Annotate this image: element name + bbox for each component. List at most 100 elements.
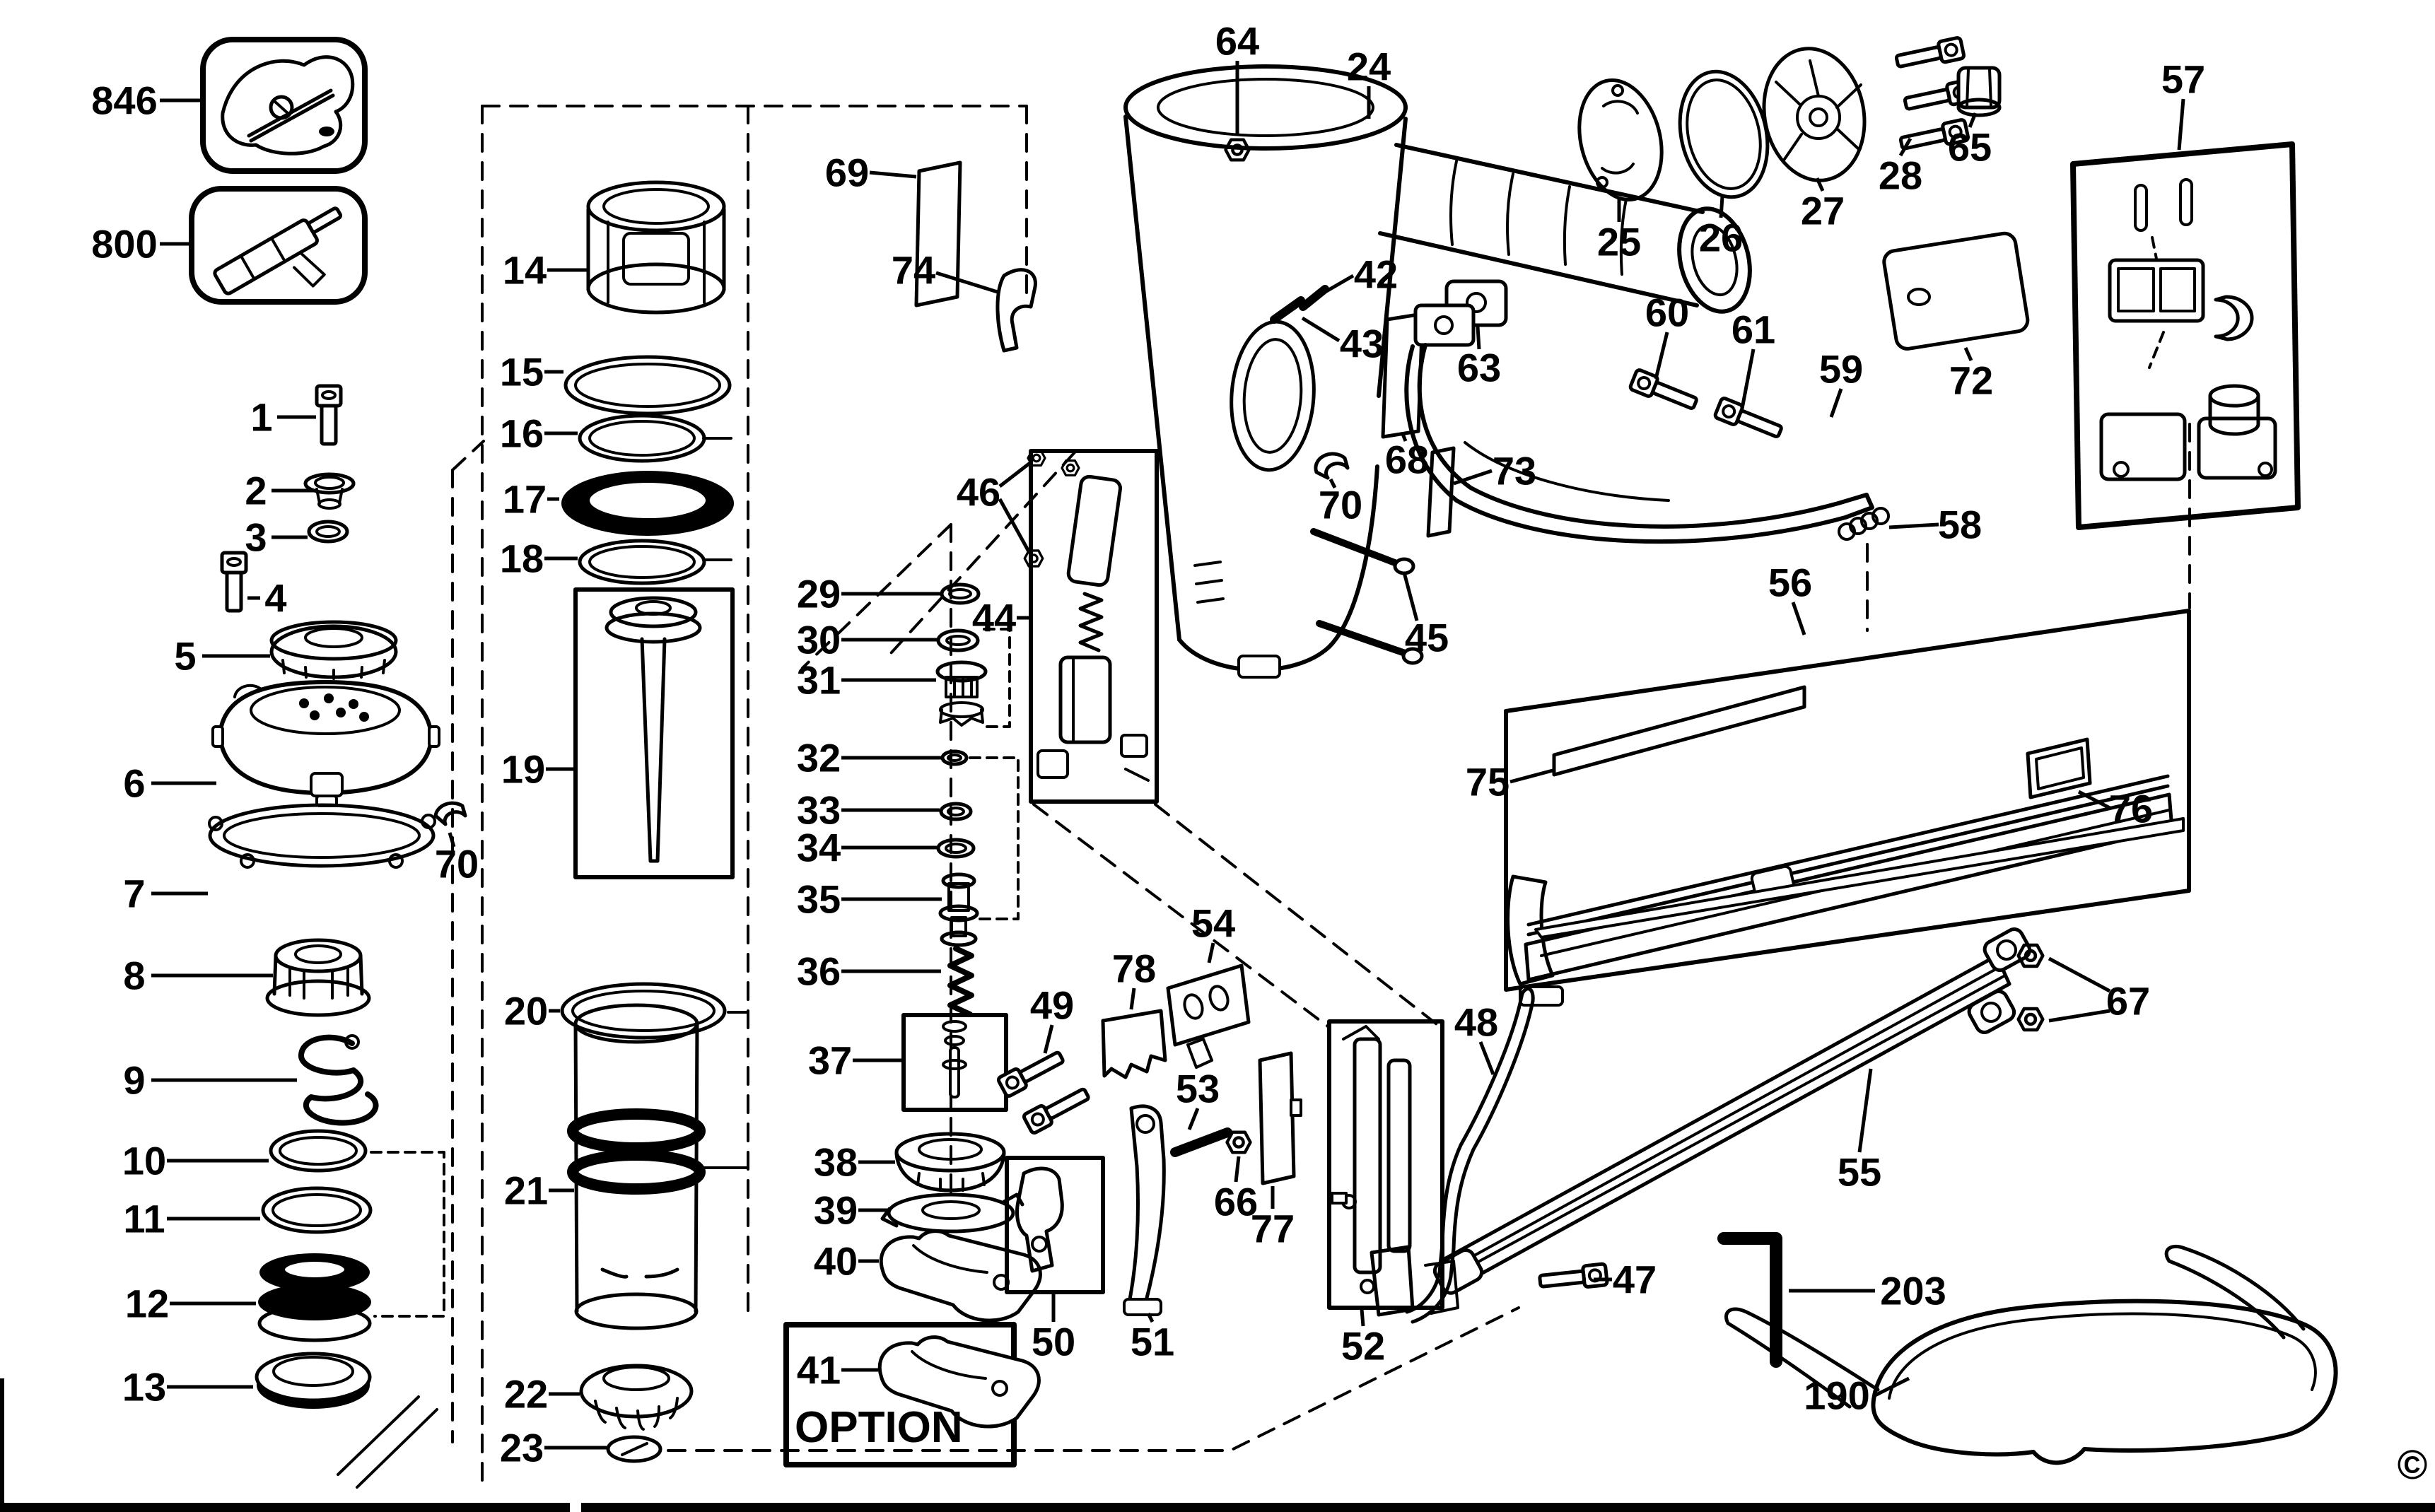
- part-12-piston-seal: [257, 1253, 372, 1342]
- part-label-70-8: 70: [435, 842, 479, 886]
- part-190-safety-glasses: [1724, 1244, 2338, 1465]
- part-label-70-47: 70: [1319, 483, 1362, 527]
- part-label-846-0: 846: [91, 78, 157, 123]
- part-label-15-17: 15: [500, 350, 544, 394]
- leader-line-43: [1301, 316, 1341, 343]
- part-label-50-67: 50: [1032, 1320, 1075, 1364]
- part-18-oring: [578, 539, 706, 585]
- leader-line-69: [869, 170, 917, 179]
- part-6-cap-housing: [211, 680, 440, 807]
- part-label-78-63: 78: [1112, 947, 1156, 991]
- part-label-76-77: 76: [2109, 787, 2153, 831]
- part-label-34-31: 34: [797, 826, 841, 870]
- part-78-guard-plate: [1101, 1009, 1167, 1079]
- part-label-42-43: 42: [1354, 252, 1398, 297]
- part-48-contact-wire: [1370, 987, 1535, 1324]
- part-label-56-75: 56: [1768, 561, 1812, 605]
- part-29-oring: [940, 582, 981, 605]
- part-56-magazine-box: [1504, 609, 2191, 1007]
- part-74-clip: [995, 268, 1037, 353]
- part-58-spring: [1838, 507, 1890, 541]
- part-label-57-58: 57: [2161, 57, 2205, 102]
- part-10-oring: [269, 1129, 368, 1173]
- part-8-collar-nut: [265, 938, 371, 1017]
- leader-line-46: [998, 498, 1032, 554]
- leader-line-45: [1402, 572, 1419, 621]
- part-66-nut: [1227, 1132, 1251, 1153]
- part-77-plate: [1258, 1051, 1302, 1185]
- part-11-oring: [261, 1186, 373, 1234]
- part-38-cap: [894, 1132, 1006, 1192]
- part-label-31-28: 31: [797, 658, 841, 703]
- leader-line-56: [1791, 602, 1806, 635]
- leader-line-67: [2048, 1009, 2110, 1023]
- leader-line-190: [1874, 1376, 1910, 1397]
- part-label-75-76: 75: [1466, 760, 1510, 804]
- leader-line-55: [1857, 1068, 1873, 1153]
- part-label-44-59: 44: [972, 596, 1016, 640]
- leader-line-76: [2077, 790, 2113, 811]
- part-label-6-7: 6: [123, 761, 145, 806]
- leader-line-67: [2048, 956, 2111, 993]
- part-27-exhaust-disc: [1762, 47, 1867, 182]
- part-label-45-61: 45: [1405, 616, 1449, 660]
- part-label-5-6: 5: [174, 634, 196, 679]
- part-label-9-11: 9: [123, 1058, 145, 1103]
- page-border-fragments: [0, 1378, 2435, 1512]
- part-69-label-plate: [914, 160, 962, 307]
- part-7-gasket: [208, 803, 436, 869]
- part-label-800-1: 800: [91, 222, 157, 266]
- leader-line-74: [935, 271, 1000, 295]
- part-70-clip-right: [1314, 452, 1350, 480]
- part-33-oring: [939, 802, 973, 821]
- part-label-8-10: 8: [123, 954, 145, 998]
- option-label: OPTION: [795, 1403, 963, 1452]
- leader-line-66: [1234, 1156, 1241, 1183]
- part-51-contact-arm: [1123, 1104, 1166, 1316]
- leader-line-73: [1453, 469, 1493, 486]
- part-73-strip: [1426, 446, 1456, 538]
- part-4-screw: [222, 553, 246, 611]
- part-label-59-51: 59: [1819, 347, 1863, 392]
- leader-line-27: [1815, 177, 1825, 192]
- part-2-grommet: [303, 472, 356, 510]
- part-53-pin: [1170, 1127, 1232, 1157]
- part-26-oring: [1678, 69, 1770, 199]
- part-30-oring: [936, 628, 980, 652]
- part-label-13-15: 13: [122, 1365, 166, 1410]
- part-label-38-35: 38: [814, 1140, 858, 1185]
- leader-line-58: [1888, 522, 1939, 529]
- copyright-mark: ©: [2398, 1442, 2428, 1488]
- leader-line-70: [448, 832, 456, 848]
- part-label-203-79: 203: [1880, 1269, 1946, 1313]
- part-label-30-27: 30: [797, 618, 841, 662]
- part-label-66-66: 66: [1214, 1180, 1258, 1224]
- part-label-10-12: 10: [122, 1139, 166, 1183]
- leader-line-54: [1207, 942, 1215, 963]
- part-5-cap: [269, 620, 398, 680]
- part-label-55-73: 55: [1838, 1150, 1881, 1195]
- part-label-19-21: 19: [501, 747, 545, 792]
- part-label-190-80: 190: [1804, 1373, 1869, 1418]
- part-label-16-18: 16: [500, 411, 544, 456]
- part-label-18-20: 18: [500, 537, 544, 581]
- part-label-41-38: 41: [797, 1348, 841, 1393]
- part-19-driver-assembly: [573, 587, 735, 879]
- leader-line-57: [2177, 98, 2185, 151]
- leader-line-52: [1360, 1308, 1365, 1327]
- part-40-trigger: [881, 1231, 1040, 1320]
- part-42-pin: [1299, 285, 1329, 311]
- part-20-oring: [560, 982, 727, 1040]
- leader-line-26: [1719, 196, 1724, 218]
- part-41-trigger-option: [880, 1337, 1039, 1426]
- part-1-screw: [317, 386, 341, 444]
- part-label-73-48: 73: [1493, 449, 1536, 493]
- part-label-12-14: 12: [125, 1282, 169, 1326]
- part-17-seal: [561, 471, 734, 536]
- part-39-washer-plate: [880, 1192, 1024, 1233]
- part-label-29-26: 29: [797, 572, 841, 616]
- part-label-26-53: 26: [1699, 216, 1743, 260]
- part-22-bumper-ring: [579, 1364, 694, 1431]
